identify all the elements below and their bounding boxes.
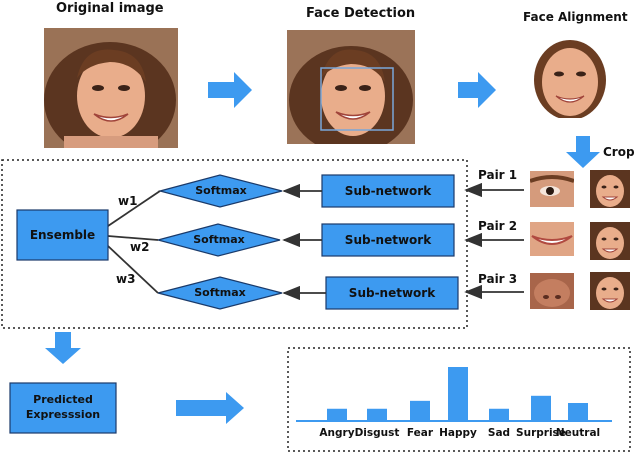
bar-sad [489, 408, 509, 421]
softmax-diamond-2 [155, 223, 281, 257]
bar-happy [448, 367, 468, 421]
title-original: Original image [56, 1, 164, 16]
weight-w2: w2 [130, 240, 150, 254]
crop-nose-patch [530, 273, 574, 309]
tick-label-disgust: Disgust [355, 427, 400, 439]
arrow-model-to-output [45, 332, 81, 364]
arrow-alignment-to-crop [566, 136, 600, 168]
subnetwork-label-2: Sub-network [344, 233, 432, 247]
chart-container [287, 347, 631, 452]
tick-label-sad: Sad [488, 427, 510, 439]
detection-box [320, 67, 394, 131]
subnetwork-box-2 [321, 223, 455, 257]
ensemble-box [16, 209, 109, 261]
bar-disgust [367, 408, 387, 421]
predicted-expression-box [9, 382, 117, 434]
title-face-detection: Face Detection [306, 6, 416, 21]
tick-label-happy: Happy [439, 427, 477, 439]
subnetwork-label-1: Sub-network [344, 184, 432, 198]
title-crop: Crop [603, 145, 635, 159]
softmax-diamond-3 [157, 276, 283, 310]
subnetwork-label-3: Sub-network [348, 286, 436, 300]
tick-label-fear: Fear [407, 427, 434, 439]
ensemble-label: Ensemble [29, 228, 96, 242]
arrow-detection-to-alignment [458, 72, 496, 108]
bar-fear [410, 400, 430, 421]
link-w3 [107, 245, 159, 294]
tick-label-angry: Angry [319, 427, 354, 439]
crop-face-pair3 [590, 272, 630, 310]
pair-label-3: Pair 3 [478, 272, 518, 286]
bar-surprise [531, 395, 551, 421]
subnetwork-box-1 [321, 174, 455, 208]
tick-label-surprise: Surprise [516, 427, 566, 439]
title-face-alignment: Face Alignment [523, 10, 628, 24]
weight-w3: w3 [116, 272, 136, 286]
original-face-image [44, 28, 178, 148]
softmax-label-3: Softmax [194, 286, 246, 299]
subnetwork-box-3 [325, 276, 459, 310]
model-container [1, 159, 468, 329]
softmax-label-1: Softmax [195, 184, 247, 197]
pair-label-2: Pair 2 [478, 219, 518, 233]
aligned-face-image [532, 36, 608, 118]
crop-eye-patch [530, 171, 574, 207]
detection-face-image [287, 30, 415, 144]
bar-neutral [568, 403, 588, 421]
softmax-label-2: Softmax [193, 233, 245, 246]
arrow-output-to-chart [176, 392, 244, 424]
tick-label-neutral: Neutral [556, 427, 600, 439]
link-w1 [107, 190, 161, 227]
softmax-diamond-1 [157, 174, 283, 208]
crop-face-pair1 [590, 170, 630, 208]
weight-w1: w1 [118, 194, 138, 208]
link-w2 [107, 235, 159, 241]
output-label-line1: Predicted [33, 393, 93, 406]
arrow-original-to-detection [208, 72, 252, 108]
crop-face-pair2 [590, 222, 630, 260]
output-label-line2: Expresssion [25, 408, 101, 421]
bar-angry [327, 408, 347, 421]
pair-label-1: Pair 1 [478, 168, 518, 182]
crop-mouth-patch [530, 222, 574, 256]
